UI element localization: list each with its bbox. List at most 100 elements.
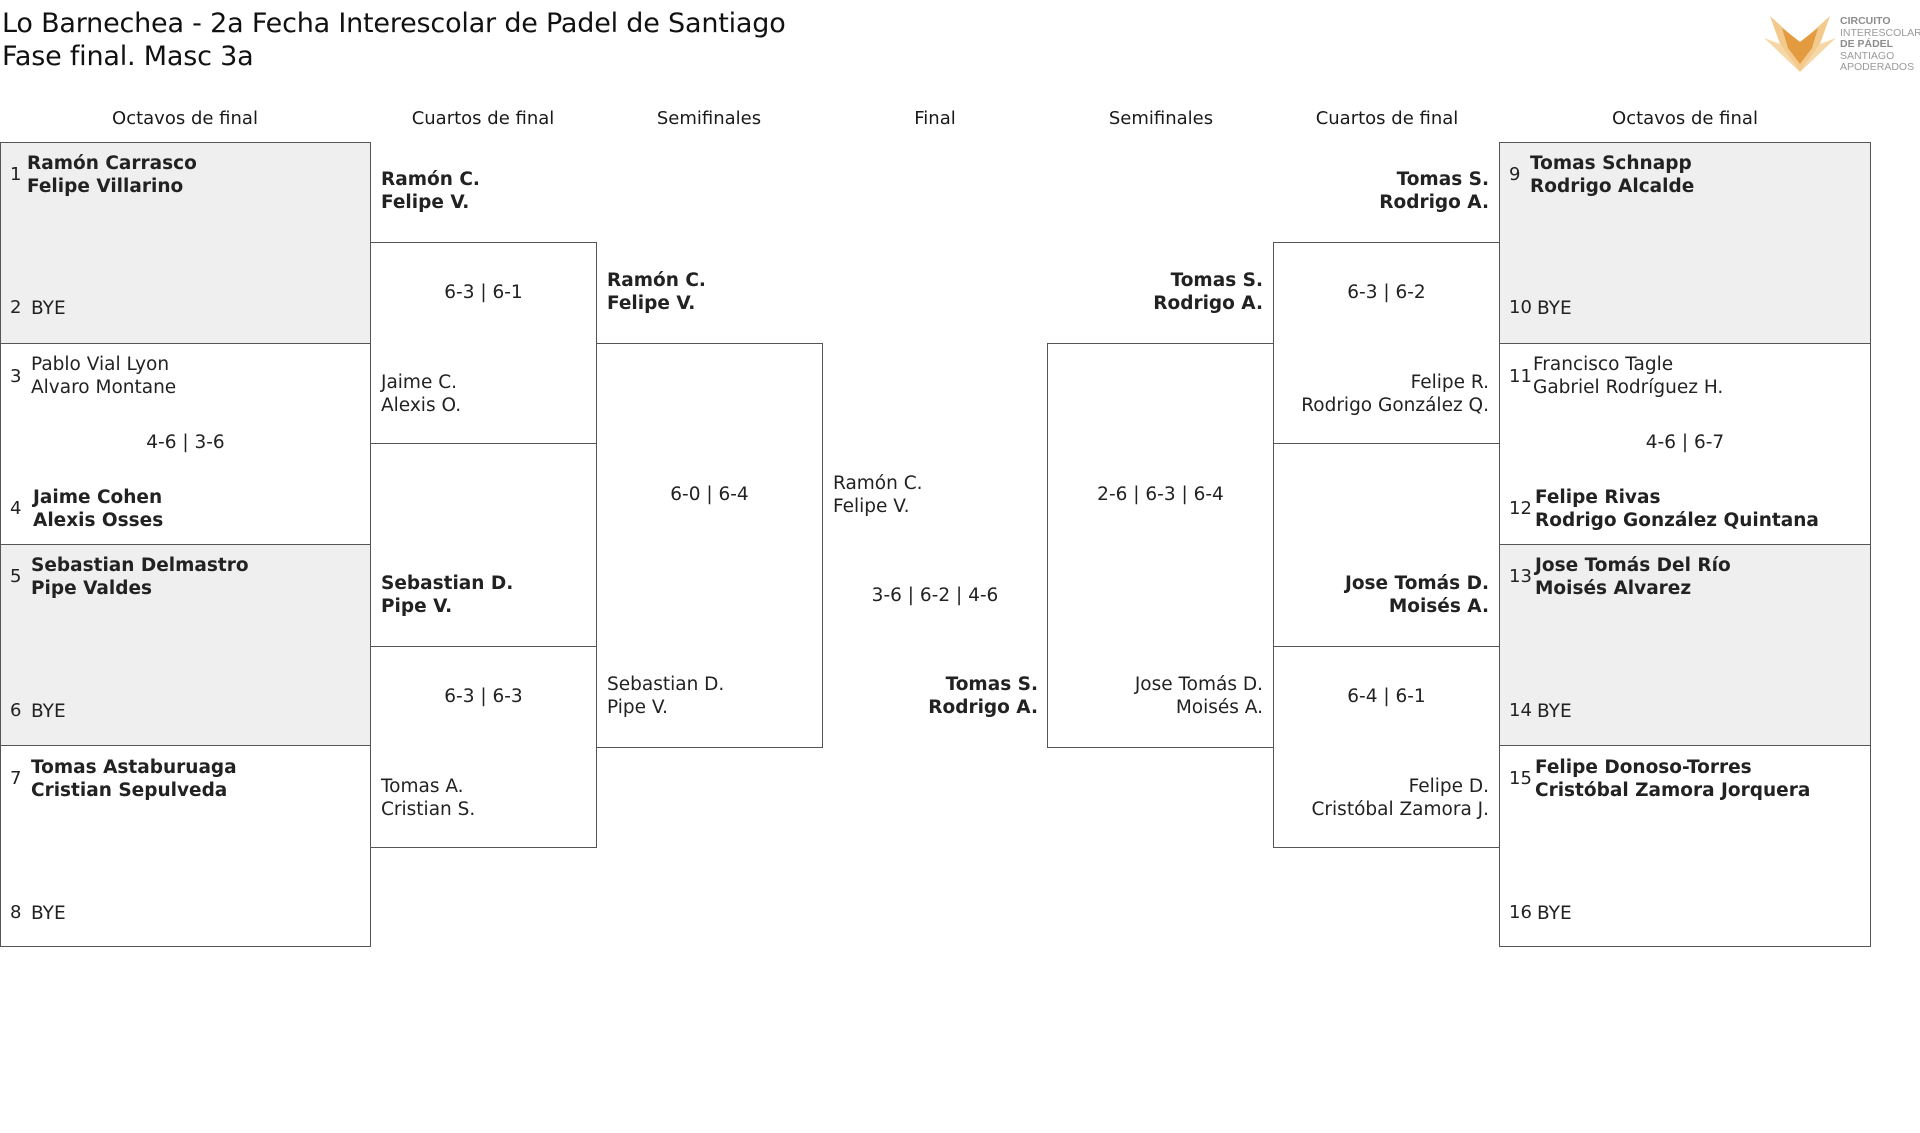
fox-icon: [1762, 14, 1838, 76]
player-name: Moisés Alvarez: [1535, 578, 1692, 599]
player-name: Jose Tomás D.: [1344, 573, 1489, 594]
player-name: Jose Tomás D.: [1134, 674, 1263, 695]
player-name: Rodrigo A.: [928, 697, 1038, 718]
page-subtitle: Fase final. Masc 3a: [2, 41, 254, 72]
player-name: Felipe R.: [1410, 372, 1489, 393]
player-name: Gabriel Rodríguez H.: [1533, 377, 1724, 398]
player-name: Felipe V.: [381, 192, 470, 213]
seed-number: 9: [1509, 164, 1521, 185]
match-box-octavos-left-1: [0, 142, 371, 344]
player-name: Rodrigo A.: [1379, 192, 1489, 213]
seed-number: 13: [1509, 566, 1532, 587]
player-name: Felipe Donoso-Torres: [1535, 757, 1752, 778]
player-name: Pipe V.: [607, 697, 669, 718]
seed-number: 15: [1509, 768, 1532, 789]
player-name: Tomas Astaburuaga: [31, 757, 237, 778]
player-name: Rodrigo Alcalde: [1530, 176, 1695, 197]
player-name: Alexis Osses: [33, 510, 164, 531]
player-name: Pipe Valdes: [31, 578, 153, 599]
player-name: Rodrigo A.: [1153, 293, 1263, 314]
header-final: Final: [914, 108, 956, 129]
seed-number: 8: [10, 902, 22, 923]
seed-number: 11: [1509, 366, 1532, 387]
seed-number: 14: [1509, 700, 1532, 721]
seed-number: 7: [10, 768, 22, 789]
player-name: Sebastian Delmastro: [31, 555, 249, 576]
player-name: Sebastian D.: [607, 674, 725, 695]
header-right-cuartos: Cuartos de final: [1315, 108, 1459, 129]
match-score: 6-3 | 6-3: [444, 686, 523, 707]
player-name: Rodrigo González Quintana: [1535, 510, 1819, 531]
seed-number: 12: [1509, 498, 1532, 519]
player-name: Cristóbal Zamora J.: [1311, 799, 1489, 820]
page-title: Lo Barnechea - 2a Fecha Interescolar de …: [2, 8, 786, 39]
final-score: 3-6 | 6-2 | 4-6: [871, 585, 999, 606]
seed-number: 6: [10, 700, 22, 721]
header-left-octavos: Octavos de final: [112, 108, 258, 129]
match-box-semis-left: [596, 343, 823, 748]
player-name: Felipe Rivas: [1535, 487, 1661, 508]
player-name: Cristian S.: [381, 799, 476, 820]
player-name: Pipe V.: [381, 596, 453, 617]
header-right-octavos: Octavos de final: [1612, 108, 1758, 129]
header-left-cuartos: Cuartos de final: [411, 108, 555, 129]
match-box-octavos-right-4: [1499, 745, 1871, 947]
bye-label: BYE: [31, 298, 66, 319]
player-name: Ramón Carrasco: [27, 153, 197, 174]
match-score: 4-6 | 3-6: [146, 432, 225, 453]
seed-number: 4: [10, 498, 22, 519]
seed-number: 1: [10, 164, 22, 185]
player-name: Rodrigo González Q.: [1301, 395, 1489, 416]
match-score: 6-4 | 6-1: [1347, 686, 1426, 707]
player-name: Felipe V.: [607, 293, 696, 314]
player-name: Felipe Villarino: [27, 176, 184, 197]
seed-number: 5: [10, 566, 22, 587]
player-name: Tomas Schnapp: [1530, 153, 1692, 174]
bye-label: BYE: [1537, 701, 1572, 722]
player-name: Alexis O.: [381, 395, 462, 416]
player-name: Tomas S.: [1170, 270, 1263, 291]
logo-line-2: INTERESCOLAR: [1840, 26, 1920, 39]
seed-number: 16: [1509, 902, 1532, 923]
bye-label: BYE: [1537, 298, 1572, 319]
logo-line-4: SANTIAGO: [1840, 49, 1895, 62]
player-name: Ramón C.: [381, 169, 480, 190]
logo-text: CIRCUITO INTERESCOLAR DE PÁDEL SANTIAGO …: [1840, 15, 1920, 74]
logo-line-3: DE PÁDEL: [1840, 38, 1894, 50]
player-name: Moisés A.: [1175, 697, 1263, 718]
header-right-semis: Semifinales: [1108, 108, 1214, 129]
player-name: Francisco Tagle: [1533, 354, 1674, 375]
match-score: 6-3 | 6-1: [444, 282, 523, 303]
bye-label: BYE: [31, 701, 66, 722]
player-name: Tomas A.: [381, 776, 464, 797]
match-score: 4-6 | 6-7: [1645, 432, 1725, 453]
bye-label: BYE: [31, 903, 66, 924]
player-name: Sebastian D.: [381, 573, 514, 594]
seed-number: 3: [10, 366, 22, 387]
bye-label: BYE: [1537, 903, 1572, 924]
header-left-semis: Semifinales: [656, 108, 762, 129]
match-box-semis-right: [1047, 343, 1274, 748]
player-name: Pablo Vial Lyon: [31, 354, 170, 375]
player-name: Tomas S.: [1396, 169, 1489, 190]
player-name: Cristian Sepulveda: [31, 780, 228, 801]
player-name: Alvaro Montane: [31, 377, 177, 398]
player-name: Felipe D.: [1408, 776, 1489, 797]
player-name: Cristóbal Zamora Jorquera: [1535, 780, 1811, 801]
logo-line-1: CIRCUITO: [1840, 15, 1891, 27]
match-score: 2-6 | 6-3 | 6-4: [1097, 484, 1224, 505]
player-name: Ramón C.: [833, 473, 923, 494]
player-name: Jaime Cohen: [33, 487, 163, 508]
match-score: 6-0 | 6-4: [670, 484, 749, 505]
seed-number: 10: [1509, 297, 1532, 318]
player-name: Jose Tomás Del Río: [1535, 555, 1731, 576]
player-name: Ramón C.: [607, 270, 706, 291]
match-box-octavos-right-3: [1499, 544, 1871, 746]
seed-number: 2: [10, 297, 22, 318]
player-name: Felipe V.: [833, 496, 910, 517]
logo-line-5: APODERADOS: [1840, 61, 1915, 73]
player-name: Moisés A.: [1388, 596, 1489, 617]
match-score: 6-3 | 6-2: [1347, 282, 1426, 303]
player-name: Tomas S.: [945, 674, 1038, 695]
player-name: Jaime C.: [381, 372, 458, 393]
